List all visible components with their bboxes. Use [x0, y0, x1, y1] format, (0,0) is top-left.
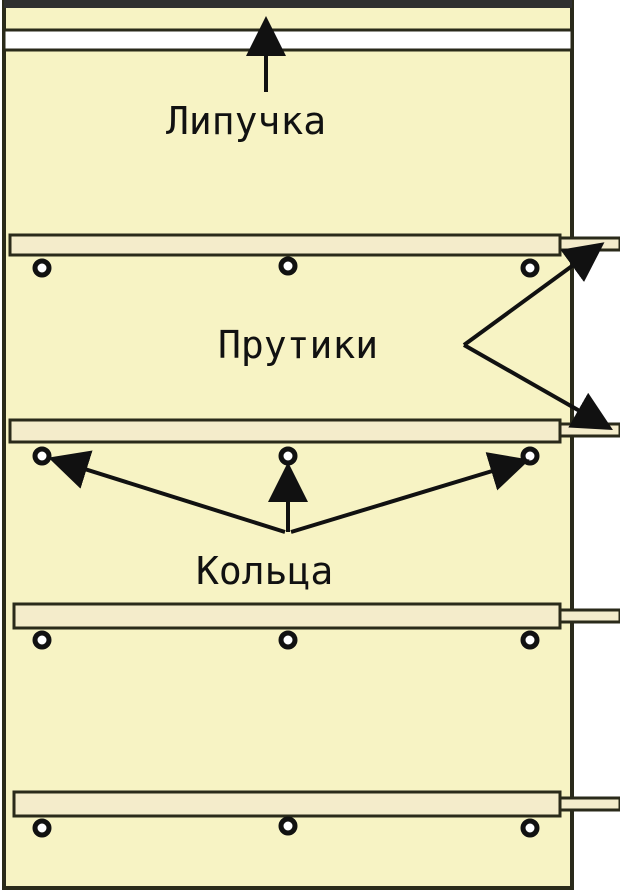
ring	[520, 630, 540, 650]
ring	[520, 446, 540, 466]
rods-arrow-lower	[463, 343, 613, 430]
rings-label: Кольца	[196, 549, 333, 593]
ring	[32, 446, 52, 466]
rod-3-end	[558, 608, 620, 624]
fabric-panel	[2, 0, 574, 890]
rings-arrow-left	[48, 450, 286, 534]
rod-2	[8, 418, 562, 444]
top-bar	[4, 0, 572, 8]
rod-4	[12, 790, 562, 818]
ring	[278, 816, 298, 836]
rod-3	[12, 602, 562, 630]
rod-4-end	[558, 796, 620, 812]
ring	[278, 630, 298, 650]
ring	[32, 258, 52, 278]
ring	[520, 818, 540, 838]
ring	[32, 818, 52, 838]
ring	[520, 258, 540, 278]
velcro-strip	[2, 28, 574, 52]
ring	[32, 630, 52, 650]
rings-arrow-right	[290, 452, 530, 534]
rod-1-end	[558, 236, 620, 252]
ring	[278, 446, 298, 466]
rods-arrow-upper	[462, 242, 605, 347]
rods-label: Прутики	[218, 323, 378, 367]
rod-1	[8, 233, 562, 257]
velcro-label: Липучка	[166, 99, 326, 143]
rod-2-end	[558, 422, 620, 438]
ring	[278, 256, 298, 276]
